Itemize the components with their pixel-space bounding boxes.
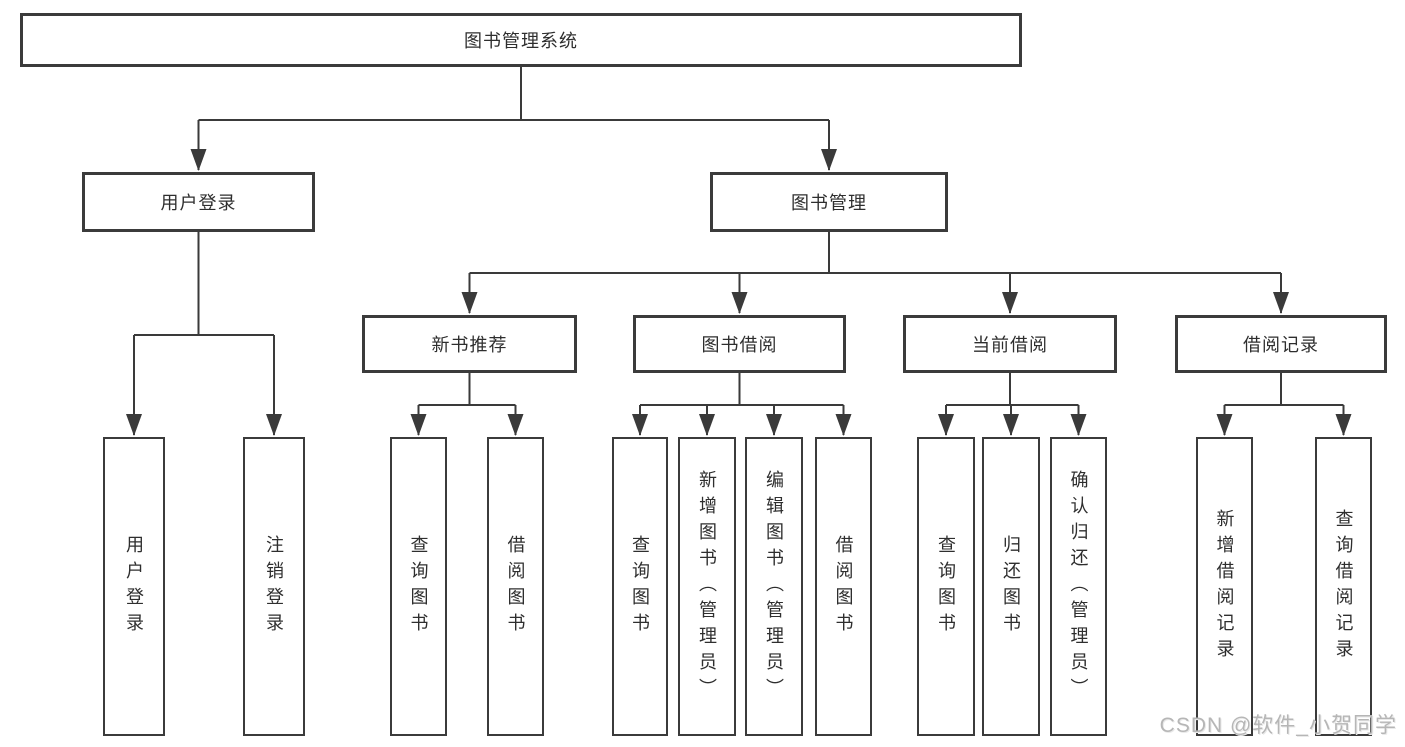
leaf-query-books-recommend-label: 查询图书 <box>408 534 429 639</box>
leaf-confirm-return-admin-label: 确认归还（管理员） <box>1068 469 1089 704</box>
node-new-book-recommend: 新书推荐 <box>362 315 577 373</box>
node-user-login: 用户登录 <box>82 172 315 232</box>
leaf-logout-label: 注销登录 <box>264 534 284 639</box>
leaf-query-books-borrow-label: 查询图书 <box>630 534 650 639</box>
leaf-borrow-books-recommend-label: 借阅图书 <box>505 534 526 639</box>
connector-group <box>126 67 1352 436</box>
leaf-add-borrow-record-label: 新增借阅记录 <box>1214 508 1235 665</box>
leaf-logout: 注销登录 <box>243 437 305 736</box>
leaf-borrow-books-borrow-label: 借阅图书 <box>833 534 854 639</box>
leaf-confirm-return-admin: 确认归还（管理员） <box>1050 437 1107 736</box>
leaf-user-login: 用户登录 <box>103 437 165 736</box>
leaf-edit-book-admin: 编辑图书（管理员） <box>745 437 803 736</box>
watermark: CSDN @软件_小贺同学 <box>1159 714 1397 737</box>
leaf-edit-book-admin-label: 编辑图书（管理员） <box>764 469 784 704</box>
leaf-query-books-borrow: 查询图书 <box>612 437 668 736</box>
leaf-return-book: 归还图书 <box>982 437 1040 736</box>
leaf-borrow-books-borrow: 借阅图书 <box>815 437 872 736</box>
leaf-query-books-current-label: 查询图书 <box>936 534 956 639</box>
leaf-add-borrow-record: 新增借阅记录 <box>1196 437 1253 736</box>
node-book-borrow-label: 图书借阅 <box>701 335 778 355</box>
node-current-borrow-label: 当前借阅 <box>972 335 1048 355</box>
leaf-user-login-label: 用户登录 <box>124 534 144 639</box>
node-book-management: 图书管理 <box>710 172 948 232</box>
leaf-query-borrow-record: 查询借阅记录 <box>1315 437 1372 736</box>
node-book-management-label: 图书管理 <box>791 193 867 213</box>
leaf-query-books-current: 查询图书 <box>917 437 975 736</box>
leaf-borrow-books-recommend: 借阅图书 <box>487 437 544 736</box>
node-borrow-records-label: 借阅记录 <box>1243 335 1319 355</box>
node-user-login-label: 用户登录 <box>160 193 237 213</box>
leaf-add-book-admin: 新增图书（管理员） <box>678 437 736 736</box>
node-borrow-records: 借阅记录 <box>1175 315 1387 373</box>
node-new-book-recommend-label: 新书推荐 <box>431 335 508 355</box>
node-root: 图书管理系统 <box>20 13 1022 67</box>
node-current-borrow: 当前借阅 <box>903 315 1117 373</box>
leaf-query-borrow-record-label: 查询借阅记录 <box>1333 508 1354 665</box>
leaf-return-book-label: 归还图书 <box>1001 534 1021 639</box>
leaf-add-book-admin-label: 新增图书（管理员） <box>697 469 717 704</box>
leaf-query-books-recommend: 查询图书 <box>390 437 447 736</box>
node-root-label: 图书管理系统 <box>464 31 578 51</box>
node-book-borrow: 图书借阅 <box>633 315 846 373</box>
